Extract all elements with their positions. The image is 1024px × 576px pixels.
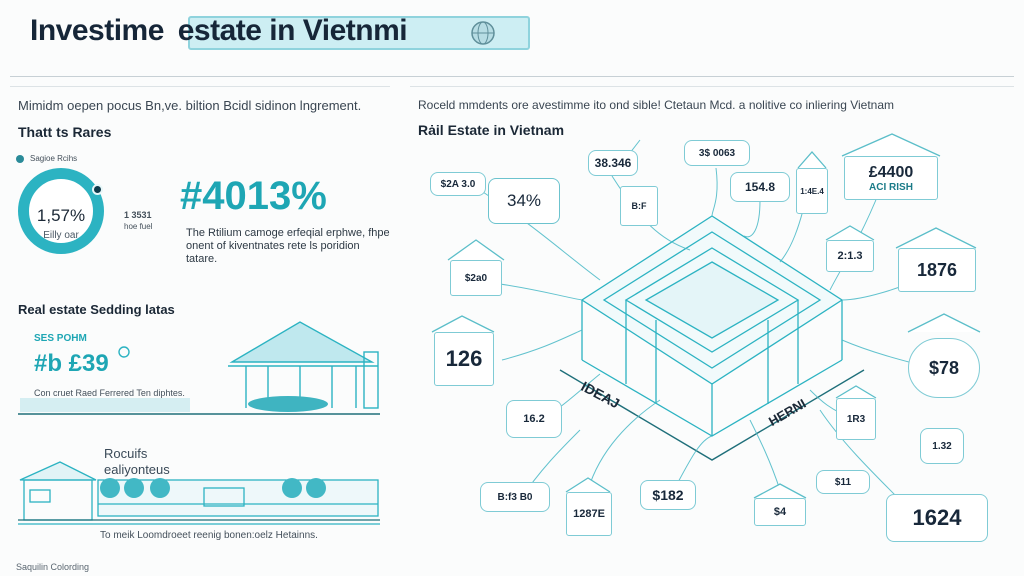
stat-description: The Rtilium camoge erfeqial erphwe, fhpe… <box>186 227 390 265</box>
callout-10: 1876 <box>898 248 976 292</box>
donut-chart <box>18 168 104 254</box>
section2-caption: Con cruet Raed Ferrered Ten diphtes. <box>34 388 185 398</box>
left-divider <box>10 86 390 87</box>
section-heading-selling: Real estate Sedding latas <box>18 302 175 317</box>
callout-6: 154.8 <box>730 172 790 202</box>
callout-22: 1624 <box>886 494 988 542</box>
callout-2: 3$ 0063 <box>684 140 750 166</box>
left-subtitle: Mimidm oepen pocus Bn,ve. biltion Bcidl … <box>18 98 362 113</box>
callout-20: $182 <box>640 480 696 510</box>
callout-17: $11 <box>816 470 870 494</box>
building-row-illustration <box>18 461 380 525</box>
callout-21: $4 <box>754 498 806 526</box>
callout-15: 1R3 <box>836 398 876 440</box>
callout-9: 2:1.3 <box>826 240 874 272</box>
section2-small: SES POHM <box>34 333 87 344</box>
big-stat: #4013% <box>180 174 327 218</box>
donut-value: 1,57% <box>36 206 86 225</box>
callout-3: £4400 ACI RISH <box>844 156 938 200</box>
callout-4: $2A 3.0 <box>430 172 486 196</box>
callout-14: 16.2 <box>506 400 562 438</box>
right-subtitle: Roceld mmdents ore avestimme ito ond sib… <box>418 98 895 112</box>
ring-side-value: 1 3531 <box>124 210 152 220</box>
callout-18: B:f3 B0 <box>480 482 550 512</box>
callout-1: 38.346 <box>588 150 638 176</box>
center-label-right: HERNI <box>766 395 809 429</box>
legend-dot <box>16 155 24 163</box>
callout-5: 34% <box>488 178 560 224</box>
section-heading-rates: Thatt ts Rares <box>18 124 112 140</box>
globe-icon <box>470 20 496 51</box>
callout-16: 1.32 <box>920 428 964 464</box>
callout-8: 1:4E.4 <box>796 168 828 214</box>
section3-caption: To meik Loomdroeet reenig bonen:oelz Het… <box>100 530 318 541</box>
ring-side-sub: hoe fuel <box>124 222 153 231</box>
legend-label: Sagioe Rcihs <box>30 154 78 163</box>
page-title: Investime estate in Vietnmi <box>30 14 408 47</box>
callout-12: 126 <box>434 332 494 386</box>
central-building-illustration <box>559 215 865 461</box>
right-heading: Rȧil Estate in Vietnam <box>418 122 565 138</box>
donut-marker <box>92 184 103 195</box>
center-label-left: IDEAJ <box>578 378 623 412</box>
right-divider <box>410 86 1014 87</box>
callout-19: 1287E <box>566 492 612 536</box>
donut-label: Eilly oar <box>43 230 79 241</box>
section2-value: #b £39 <box>34 350 109 377</box>
section3-title-1: Rocuifs <box>104 446 148 461</box>
callout-11: $2a0 <box>450 260 502 296</box>
section3-title-2: ealiyonteus <box>104 462 170 477</box>
footer-note: Saquilin Colording <box>16 562 90 572</box>
callout-7: B:F <box>620 186 658 226</box>
callout-13: $78 <box>908 338 980 398</box>
header-divider <box>10 76 1014 77</box>
